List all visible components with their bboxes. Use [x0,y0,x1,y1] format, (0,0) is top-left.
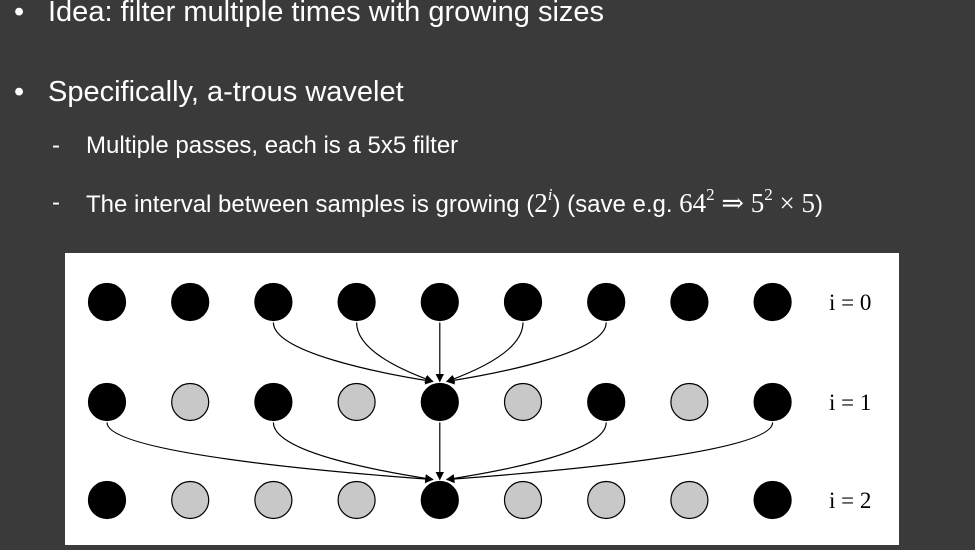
sample-active [420,480,459,520]
filter-arrow [445,422,607,483]
math-example: 642 ⇒ 52 × 5 [679,185,816,218]
sample-active [753,282,792,322]
interval-text-a: The interval between samples is growing … [86,191,535,218]
sample-skipped [587,480,626,520]
sample-active [87,480,127,520]
sample-skipped [670,480,709,520]
sample-skipped [337,480,376,520]
sample-active [753,480,792,520]
math-exponent: 2 [764,185,773,204]
sample-active [587,282,626,322]
a-trous-diagram: i = 0 i = 1 i = 2 [65,253,899,545]
sample-skipped [171,382,210,422]
sample-active [420,282,459,322]
sample-skipped [337,382,376,422]
arrows-layer [106,322,774,484]
subbullet-marker: - [52,132,60,159]
sample-active [587,382,626,422]
math-base: 2 [534,188,548,218]
subbullet-marker: - [52,189,60,216]
sample-active [503,282,543,322]
level-label: i = 0 [829,290,871,315]
filter-arrow [106,422,434,484]
bullet-text: Specifically, a-trous wavelet [48,76,404,108]
math-exponent: 2 [706,185,715,204]
implies-arrow: ⇒ [721,188,745,218]
sample-active [420,382,459,422]
bullet-marker: • [14,0,25,28]
filter-arrow [445,322,607,385]
subbullet-text: Multiple passes, each is a 5x5 filter [86,132,459,159]
sample-active [753,382,792,422]
sample-skipped [503,480,543,520]
interval-text-c: ) [815,191,824,218]
filter-arrow [445,422,774,484]
filter-arrow [272,322,434,385]
sample-active [254,282,293,322]
labels-layer: i = 0 i = 1 i = 2 [829,290,871,513]
sample-skipped [670,382,709,422]
bullet-marker: • [14,76,25,108]
sample-active [87,282,127,322]
samples-layer [87,282,792,520]
sample-skipped [254,480,293,520]
bullet-text: Idea: filter multiple times with growing… [48,0,605,28]
sample-skipped [503,382,543,422]
sample-active [337,282,376,322]
sample-skipped [171,480,210,520]
sample-active [670,282,709,322]
math-product: × 5 [779,188,816,218]
math-base: 5 [750,188,765,218]
sample-active [254,382,293,422]
filter-arrow [356,322,434,383]
filter-arrow [272,422,434,483]
sample-active [87,382,127,422]
sample-active [171,282,210,322]
interval-text-b: ) (save e.g. [552,191,680,218]
math-base: 64 [679,188,707,218]
math-growth: 2i [534,185,553,218]
math-exponent: i [547,185,553,204]
subbullet-text: The interval between samples is growing … [86,185,824,220]
level-label: i = 1 [829,390,871,415]
level-label: i = 2 [829,488,871,513]
filter-arrow [446,322,524,383]
a-trous-diagram-svg: i = 0 i = 1 i = 2 [87,282,871,520]
